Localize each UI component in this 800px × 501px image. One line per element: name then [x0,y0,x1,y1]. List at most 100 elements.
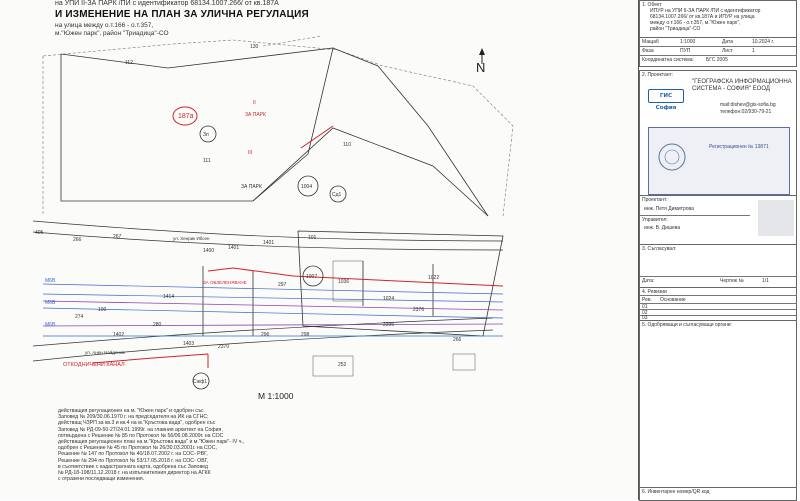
map-label: 297 [278,282,287,288]
map-label: Сжф1 [193,379,207,385]
seal-icon [658,143,686,171]
legal-notes: действащия регулационен на м. "Южен парк… [58,408,358,482]
map-label: 280 [153,322,162,328]
map-label: 252 [338,362,347,368]
map-label: 298 [301,332,310,338]
object-title: 1. Обект [642,2,662,8]
note-line: потвърдена с Решение № 85 по Протокол № … [58,432,224,439]
map-label: М6В [45,300,56,306]
map-label: 2396 [383,322,394,328]
note-line: действащия регулационен план на м."Кръст… [58,439,245,446]
map-label: 1022 [428,275,439,281]
map-label: 1400 [203,248,214,254]
manager-label: Управител: [642,217,668,223]
date2-label: Дата: [642,278,655,284]
object-line: район "Триадица"-СО [650,26,701,32]
designer-name: инж. Петя Димитрова [644,206,694,212]
map-label: 1036 [338,279,349,285]
note-line: Заповед № РД-09-50-27/24.01.1999г. на гл… [58,426,223,433]
header-line-4: м."Южен парк", район "Триадица"-СО [55,30,169,37]
rev-row: 03 [642,315,648,321]
note-line: Решение № 147 по Протокол № 40/18.07.200… [58,451,208,458]
note-line: действащ ЧЗРП за кв.3 и кв.4 на м."Кръст… [58,420,216,427]
scale-value: 1:1000 [680,39,696,45]
map-label: ЗА ПАРК [241,184,262,190]
map-label: ул. Анен Найденов [85,349,125,355]
document-title: И ИЗМЕНЕНИЕ НА ПЛАН ЗА УЛИЧНА РЕГУЛАЦИЯ [55,9,309,20]
sheet-label: Лист [722,48,733,54]
map-label: II [253,100,256,106]
gis-logo-icon: ГИС София [648,89,684,111]
title-block: 1. Обект ИПУР на УПИ II-ЗА ПАРК /ПИ с ид… [638,0,797,501]
map-label: 1403 [183,341,194,347]
company-name-1: "ГЕОГРАФСКА ИНФОРМАЦИОННА [692,79,792,85]
drawing-label: Чертеж № [720,278,744,284]
company-email: mail:dishev@gis-sofia.bg [720,102,776,108]
stamp-reg-number: Регистрационен № 13871 [709,144,769,150]
map-label: III [248,150,252,156]
map-label: 1004 [301,184,312,190]
rev-row: 02 [642,310,648,316]
scale-label: Мащаб [642,39,659,45]
rev-reason-header: Основание [660,297,686,303]
map-label: 1402 [113,332,124,338]
map-label: М6В [45,322,56,328]
map-label: Сд1 [332,192,342,198]
map-label: 267 [113,234,122,240]
approval-box: 3. Съгласувал: Дата: Чертеж № 1/1 [639,244,797,288]
map-label: ЗА ПАРК [245,112,266,118]
inventory-title: 6. Инвентарен номер/QR код [642,489,710,495]
meta-table: Мащаб 1:1000 Дата 10.2024 г. Фаза ПУП Ли… [639,37,797,67]
coord-value: БГС 2005 [706,57,728,63]
date-value: 10.2024 г. [752,39,775,45]
note-line: № РД-18-198/11.12.2018 г. на изпълнителн… [58,470,211,477]
revisions-box: 4. Ревизии Рев. Основание 01 02 03 [639,287,797,321]
map-label: 274 [75,314,84,320]
map-label: 187а [178,113,194,120]
note-line: действащия регулационен на м. "Южен парк… [58,408,204,414]
company-phone: телефон:02/930-79-21 [720,109,772,115]
drawing-value: 1/1 [762,278,769,284]
header-line-3: на улица между о.т.166 - о.т.357, [55,22,154,29]
rev-row: 01 [642,304,648,310]
designer-section-title: 2. Проектант: [642,72,674,78]
rev-col-header: Рев. [642,297,652,303]
designer-box: 2. Проектант: "ГЕОГРАФСКА ИНФОРМАЦИОННА … [639,70,797,196]
coord-label: Координатна система: [642,57,694,63]
map-label: ОТКОДНИЧЕНИ КАНАЛ [63,362,125,368]
map-label: 266 [73,237,82,243]
approving-authorities-box: 5. Одобряващи и съгласуващи органи: [639,320,797,488]
north-arrow-icon [479,48,485,64]
map-label: ул. Хенрик Ибсен [173,236,210,241]
note-line: Решение № 294 по Протокол № 53/17.05.201… [58,457,209,464]
north-arrow: N [474,48,490,81]
map-label: 112 [125,60,133,66]
approved-by-title: 3. Съгласувал: [642,246,677,252]
manager-name: инж. В. Дишева [644,225,681,231]
map-label: 1401 [228,245,239,251]
map-label: 2370 [218,344,229,350]
map-label: 266 [453,337,462,343]
note-line: Заповед № 209/30.06.1970 г. на председат… [58,414,209,421]
map-label: 405 [35,230,44,236]
company-name-2: СИСТЕМА - СОФИЯ" ЕООД [692,86,770,92]
map-label: Зп [203,132,209,138]
redacted-signature [758,200,794,236]
map-label: ЗА ОБЗЕЛЕНЯВАНЕ [203,280,247,285]
note-line: одобрен с Решение № 45 по Протокол № 26/… [58,445,217,452]
map-label: 110 [343,142,351,148]
map-label: 100 [98,307,107,313]
map-label: 1414 [163,294,174,300]
map-label: 1024 [383,296,394,302]
map-label: 1007 [306,274,317,280]
date-label: Дата [722,39,734,45]
map-label: 296 [261,332,270,338]
map-label: 2376 [413,307,424,313]
north-label: N [476,60,486,75]
phase-label: Фаза [642,48,654,54]
note-line: в съответствие с кадастралната карта, од… [58,463,208,470]
inventory-box: 6. Инвентарен номер/QR код [639,487,797,501]
map-label: 111 [203,158,211,164]
phase-value: ПУП [680,48,691,54]
